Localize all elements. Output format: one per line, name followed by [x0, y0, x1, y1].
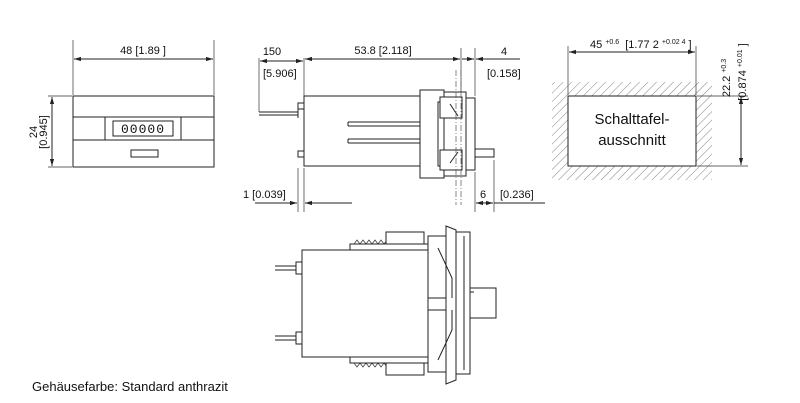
- bezel-in: [0.158]: [487, 68, 521, 80]
- top-housing: [301, 249, 429, 358]
- cutout-width-inch-tol: +0.02 4: [662, 39, 686, 46]
- cutout-width-main: 45: [590, 39, 602, 51]
- cutout-height-inch: [0.874: [737, 70, 749, 101]
- cutout-width-inch: [1.77 2: [625, 39, 659, 51]
- pin-length-mm: 150: [263, 46, 281, 58]
- bezel-mm: 4: [501, 46, 507, 58]
- top-reset-button: [469, 287, 497, 319]
- cutout-opening: [567, 95, 697, 167]
- top-view: [275, 225, 497, 385]
- digit-window: [112, 120, 174, 137]
- side-housing: [303, 95, 427, 167]
- front-view: 48 [1.89 ] 24 [0.945] 00000: [28, 40, 215, 168]
- cutout-height-tol: +0.3: [721, 59, 728, 73]
- pin-offset-label: 1 [0.039]: [243, 189, 286, 201]
- svg-text:45 +0.6 [1.77 2: 45 +0.6 [1.77 2 +0.02 4 ]: [590, 35, 692, 51]
- reset-button: [130, 149, 159, 158]
- counter-digits: 00000: [121, 122, 165, 137]
- front-width-label: 48 [1.89 ]: [120, 45, 166, 57]
- shaft-mm: 6: [480, 189, 486, 201]
- pin-length-in: [5.906]: [263, 68, 297, 80]
- svg-text:22.2 +0.3: 22.2 +0.3: [721, 59, 733, 97]
- side-view: 150 [5.906] 53.8 [2.118] 4 [0.158]: [243, 45, 545, 212]
- cutout-height-inch-tol: +0.01: [737, 49, 744, 67]
- cutout-height-main: 22.2: [721, 76, 733, 97]
- cutout-height-inch-close: ]: [737, 43, 749, 46]
- panel-cutout: Schalttafel- ausschnitt 45 +0.6 [1.77 2 …: [552, 35, 749, 180]
- reset-shaft: [474, 148, 495, 158]
- front-height-in: [0.945]: [38, 115, 50, 149]
- cutout-label-line2: ausschnitt: [598, 132, 666, 149]
- cutout-width-inch-close: ]: [689, 39, 692, 51]
- caption: Gehäusefarbe: Standard anthrazit: [32, 379, 228, 394]
- cutout-label-line1: Schalttafel-: [594, 111, 669, 128]
- front-height-mm: 24: [28, 126, 40, 138]
- svg-text:[0.874 +0.01 ]: [0.874 +0.01 ]: [733, 43, 749, 101]
- cutout-width-tol: +0.6: [605, 39, 619, 46]
- shaft-in: [0.236]: [500, 189, 534, 201]
- body-length-label: 53.8 [2.118]: [354, 45, 411, 57]
